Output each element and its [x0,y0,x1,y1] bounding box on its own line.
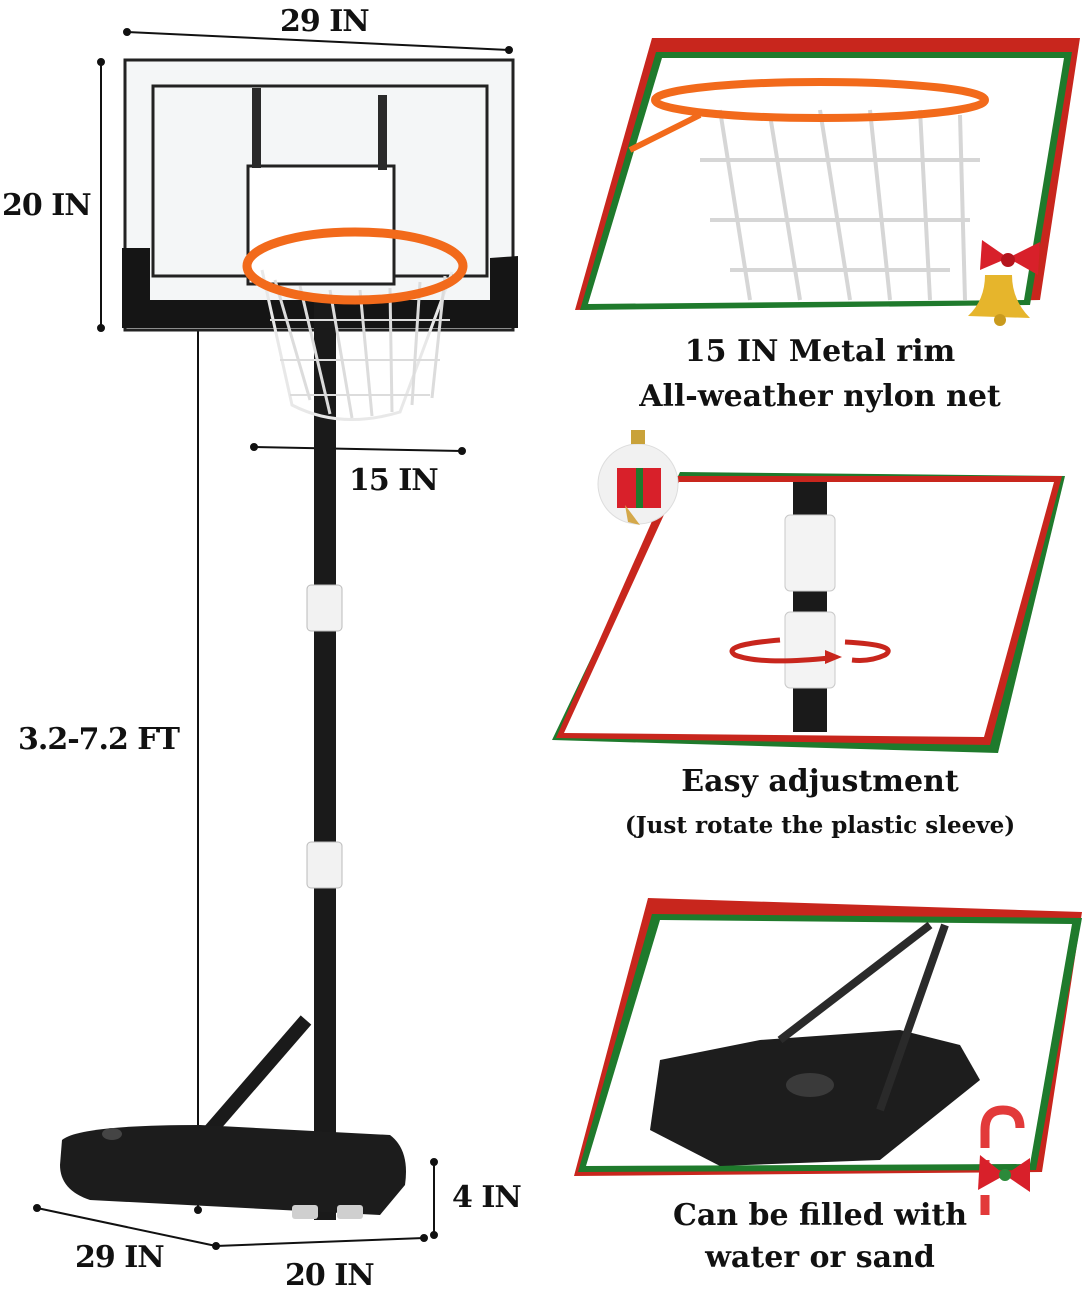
base-height-label: 4 IN [452,1180,522,1215]
base-width-label: 20 IN [285,1258,375,1293]
candy-cane-icon [978,1105,1030,1215]
backboard-height-label: 20 IN [2,188,92,223]
feature-1-subtitle: All-weather nylon net [639,379,1001,414]
feature-3-subtitle: water or sand [705,1240,935,1275]
feature-panel-rim [575,38,1080,310]
height-range-label: 3.2-7.2 FT [18,722,180,757]
feature-1-title: 15 IN Metal rim [684,334,956,369]
ornament-gift-icon [597,430,679,525]
feature-2-subtitle: (Just rotate the plastic sleeve) [624,812,1016,839]
feature-panel-adjust [552,472,1065,753]
base-depth-label: 29 IN [75,1240,165,1275]
backboard-width-label: 29 IN [280,4,370,39]
feature-2-title: Easy adjustment [681,764,959,799]
water-base [60,1125,406,1219]
rim-diameter-label: 15 IN [349,463,439,498]
feature-3-title: Can be filled with [672,1198,968,1233]
feature-panel-base [574,898,1082,1176]
rim-and-net [242,227,468,421]
backboard [122,58,518,332]
bow-bell-icon [968,240,1040,326]
pole [196,300,343,1220]
